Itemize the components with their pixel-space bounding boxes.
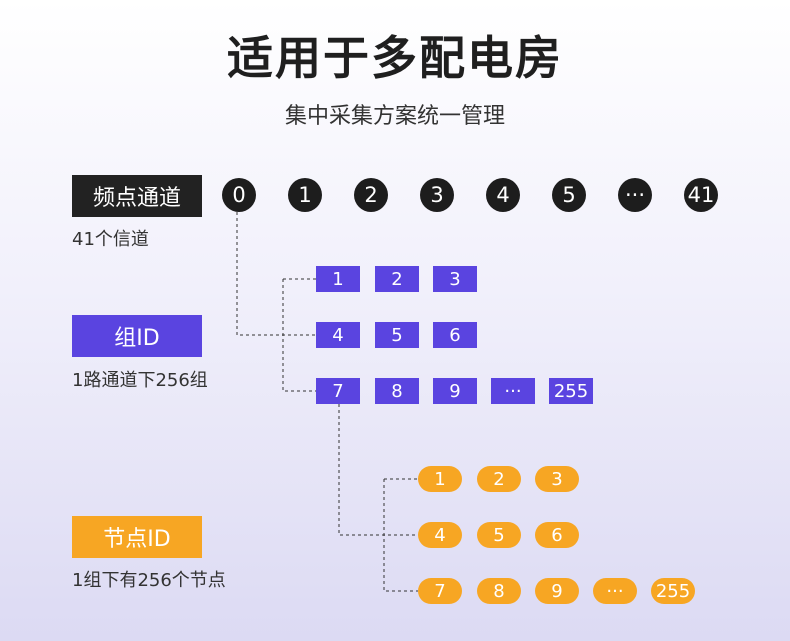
channel-circle: 2 xyxy=(354,178,388,212)
node-pill: 255 xyxy=(651,578,695,604)
node-pill: 1 xyxy=(418,466,462,492)
group-label: 组ID xyxy=(72,315,202,357)
group-box: 9 xyxy=(433,378,477,404)
node-pill: 6 xyxy=(535,522,579,548)
group-box: 4 xyxy=(316,322,360,348)
node-label: 节点ID xyxy=(72,516,202,558)
node-pill: 9 xyxy=(535,578,579,604)
node-bracket xyxy=(383,479,418,592)
channel-circle: 0 xyxy=(222,178,256,212)
channel-circle-ellipsis: ··· xyxy=(618,178,652,212)
group-box: 8 xyxy=(375,378,419,404)
node-pill: 5 xyxy=(477,522,521,548)
group-box: 7 xyxy=(316,378,360,404)
channel-to-group-connector xyxy=(236,212,316,336)
node-pill: 8 xyxy=(477,578,521,604)
group-box: 6 xyxy=(433,322,477,348)
group-bracket xyxy=(282,279,316,392)
node-pill: 3 xyxy=(535,466,579,492)
channel-label: 频点通道 xyxy=(72,175,202,217)
node-pill: 7 xyxy=(418,578,462,604)
node-pill-ellipsis: ··· xyxy=(593,578,637,604)
channel-circle: 5 xyxy=(552,178,586,212)
group-box: 255 xyxy=(549,378,593,404)
group-box: 1 xyxy=(316,266,360,292)
group-box: 3 xyxy=(433,266,477,292)
channel-circle: 3 xyxy=(420,178,454,212)
node-pill: 4 xyxy=(418,522,462,548)
group-to-node-connector xyxy=(338,404,418,536)
node-desc: 1组下有256个节点 xyxy=(72,570,226,591)
channel-circle: 4 xyxy=(486,178,520,212)
group-box: 2 xyxy=(375,266,419,292)
node-pill: 2 xyxy=(477,466,521,492)
page-title: 适用于多配电房 xyxy=(227,31,563,85)
channel-circle: 41 xyxy=(684,178,718,212)
group-box: 5 xyxy=(375,322,419,348)
channel-circle: 1 xyxy=(288,178,322,212)
channel-desc: 41个信道 xyxy=(72,229,149,250)
group-desc: 1路通道下256组 xyxy=(72,370,208,391)
group-box-ellipsis: ··· xyxy=(491,378,535,404)
page-subtitle: 集中采集方案统一管理 xyxy=(284,104,505,129)
